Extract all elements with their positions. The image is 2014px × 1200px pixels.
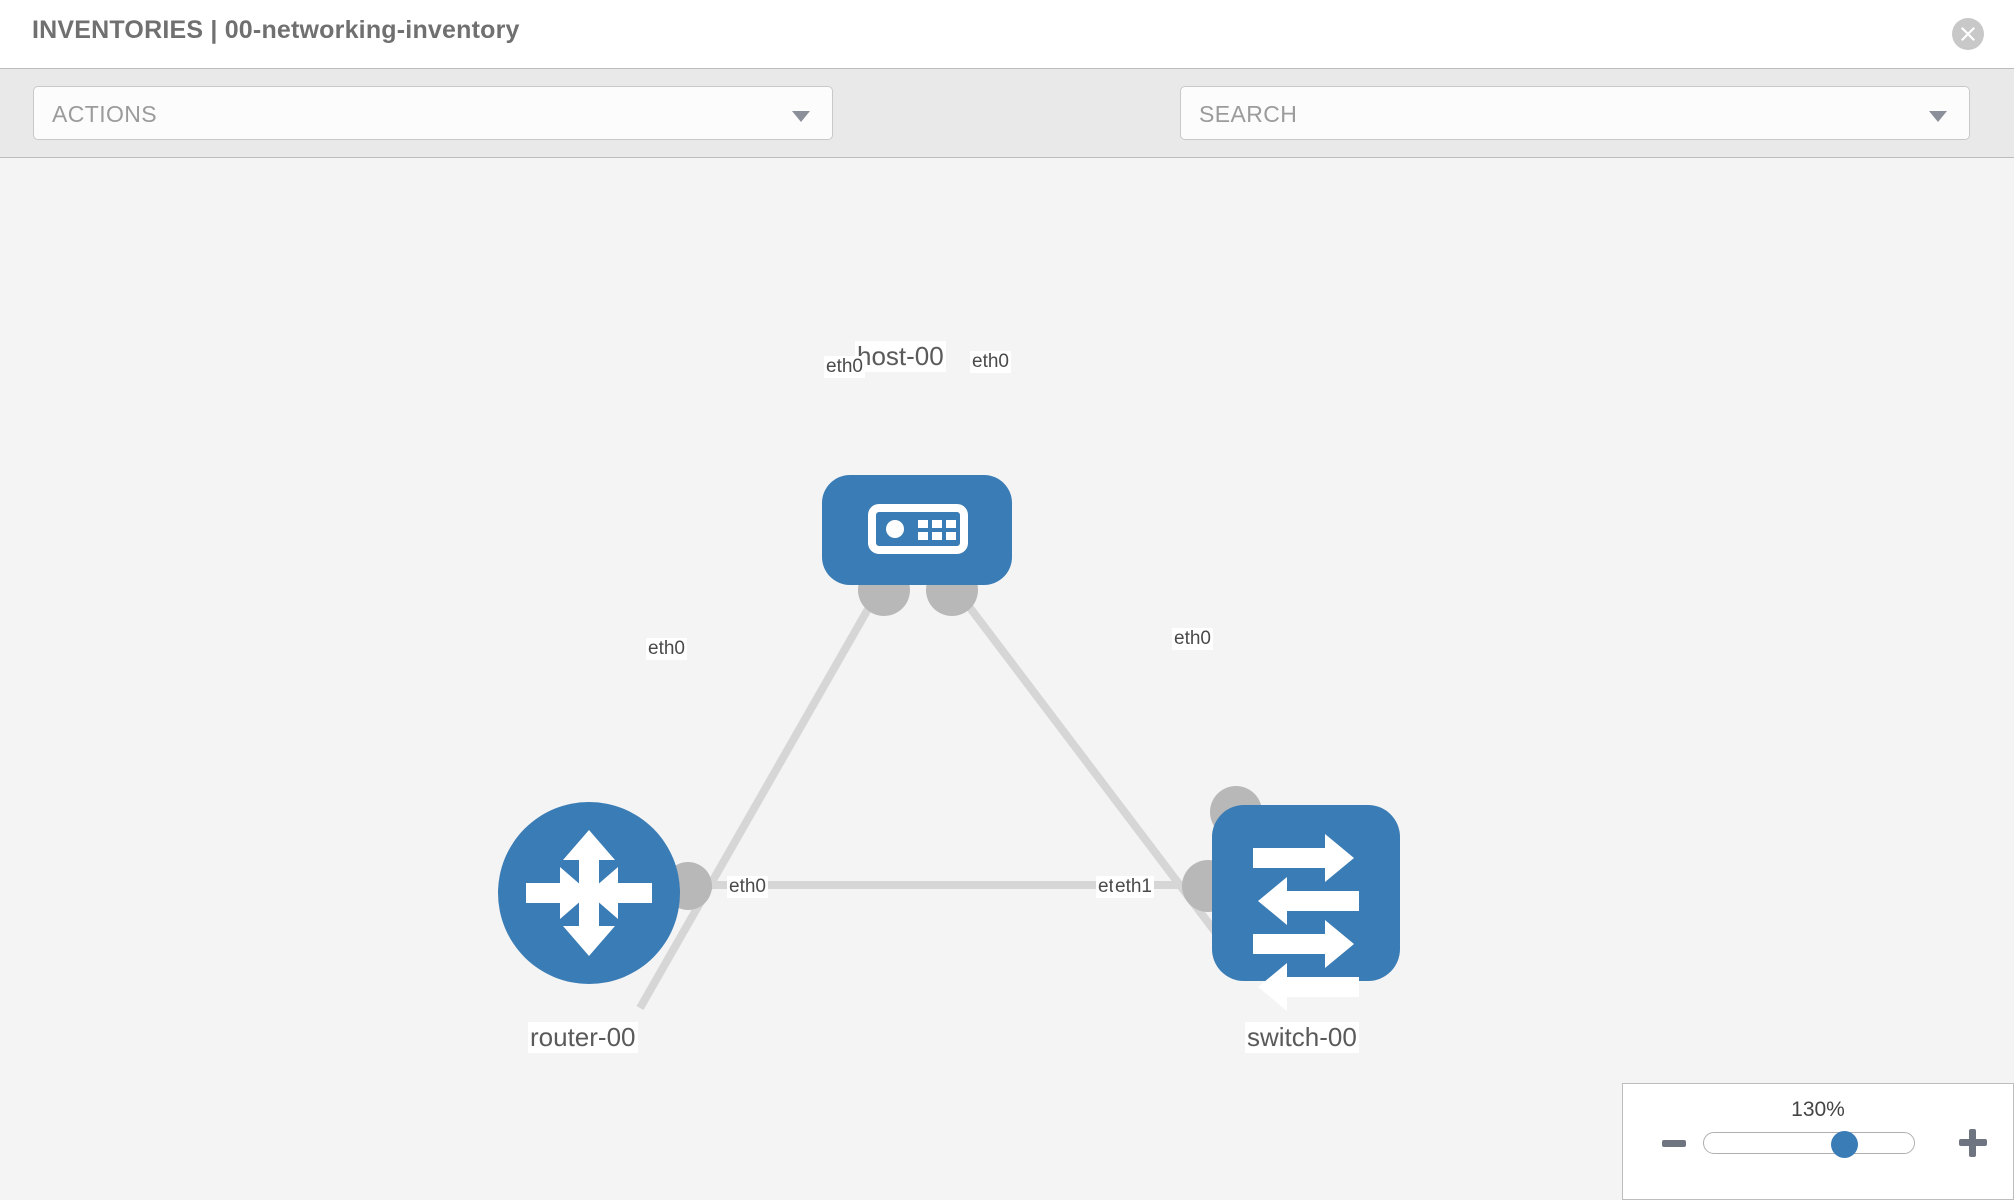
edge-label-switch-eth0-up: eth0 (1172, 628, 1213, 650)
zoom-slider-track[interactable] (1703, 1132, 1915, 1154)
zoom-control-panel: 130% (1622, 1083, 2014, 1200)
edge-label-router-eth0-side: eth0 (727, 876, 768, 898)
search-input[interactable]: SEARCH (1180, 86, 1970, 140)
close-icon[interactable] (1952, 18, 1984, 50)
toolbar: ACTIONS SEARCH (0, 68, 2014, 196)
chevron-down-icon (792, 111, 810, 122)
node-label-router-00: router-00 (528, 1022, 638, 1053)
edge-label-switch-eth1: eth1 (1113, 876, 1154, 898)
node-router-00 (498, 802, 680, 984)
chevron-down-icon[interactable] (1929, 111, 1947, 122)
edge-host-router (636, 586, 884, 1010)
edge-label-host-eth0-right: eth0 (970, 351, 1011, 373)
switch-arrows-icon (1253, 834, 1359, 1011)
node-switch-00 (1212, 805, 1400, 1011)
node-label-switch-00: switch-00 (1245, 1022, 1359, 1053)
actions-dropdown-label: ACTIONS (52, 101, 158, 127)
router-arrows-icon (526, 830, 652, 956)
search-placeholder: SEARCH (1199, 101, 1298, 127)
topology-graph (498, 475, 1400, 1011)
topology-canvas[interactable]: host-00 router-00 switch-00 eth0 eth0 et… (0, 158, 2014, 1200)
node-label-host-00: host-00 (855, 341, 946, 372)
server-icon (868, 504, 968, 554)
app-header: INVENTORIES | 00-networking-inventory (0, 0, 2014, 68)
page-title: INVENTORIES | 00-networking-inventory (32, 16, 520, 44)
zoom-slider-thumb[interactable] (1831, 1131, 1858, 1158)
plus-icon[interactable] (1959, 1128, 1987, 1158)
edge-label-router-eth0-up: eth0 (646, 638, 687, 660)
node-host-00 (822, 475, 1012, 585)
zoom-level-value: 130% (1791, 1098, 1845, 1121)
minus-icon[interactable] (1662, 1140, 1686, 1147)
actions-dropdown[interactable]: ACTIONS (33, 86, 833, 140)
edge-label-host-eth0-left: eth0 (824, 356, 865, 378)
